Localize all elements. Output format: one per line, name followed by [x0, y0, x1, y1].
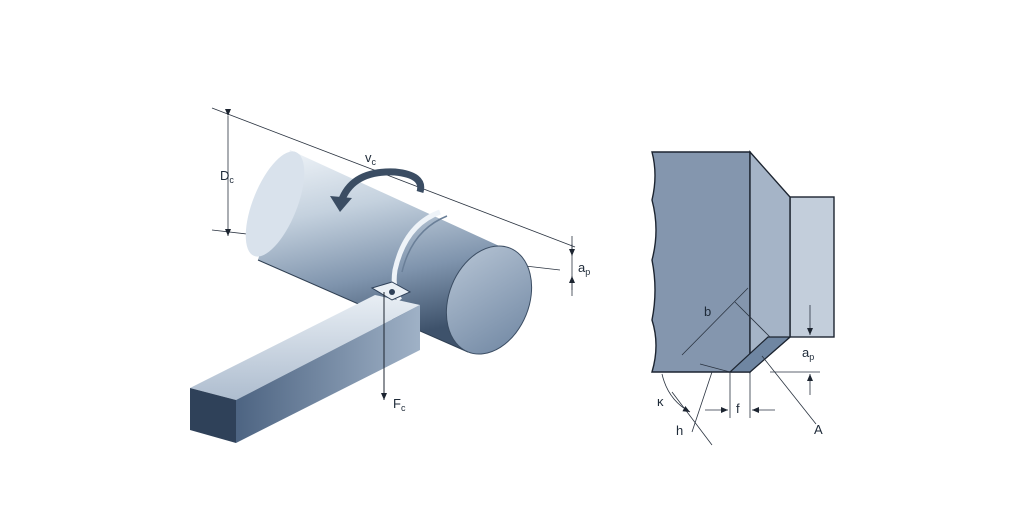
- cutting-force-label: Fc: [393, 396, 406, 413]
- workpiece-cylinder-body: [258, 150, 508, 352]
- section-leader: [761, 355, 817, 425]
- tool-holder-end: [190, 388, 236, 443]
- width-dimension-line: [681, 287, 749, 356]
- cutting-speed-label: vc: [365, 150, 377, 167]
- approach-angle-arc: [661, 373, 691, 413]
- turning-operation-figure: Dc vc ap Fc: [190, 107, 590, 443]
- rotation-arrow: [336, 168, 425, 207]
- tool-holder-top: [190, 295, 420, 400]
- approach-angle-label: κ: [657, 394, 664, 409]
- tool-body: [651, 151, 751, 373]
- workpiece-section: [789, 196, 835, 338]
- thickness-dimension-line: [671, 391, 713, 446]
- section-label: A: [814, 422, 823, 437]
- workpiece-back-end: [245, 151, 305, 257]
- diameter-extension-top: [211, 107, 576, 248]
- width-label: b: [704, 304, 711, 319]
- depth-of-cut-label-right: ap: [802, 345, 814, 362]
- feed-label: f: [736, 401, 740, 416]
- diameter-label: Dc: [220, 168, 234, 185]
- tool-holder-side: [236, 305, 420, 443]
- chip-section-figure: b ap κ h f A: [651, 150, 835, 446]
- depth-of-cut-label: ap: [578, 260, 590, 277]
- workpiece-end-face: [445, 245, 533, 355]
- chip-section-area: [728, 336, 792, 373]
- insert-screw: [389, 289, 395, 295]
- rotation-arrowhead: [330, 196, 352, 212]
- thickness-label: h: [676, 423, 683, 438]
